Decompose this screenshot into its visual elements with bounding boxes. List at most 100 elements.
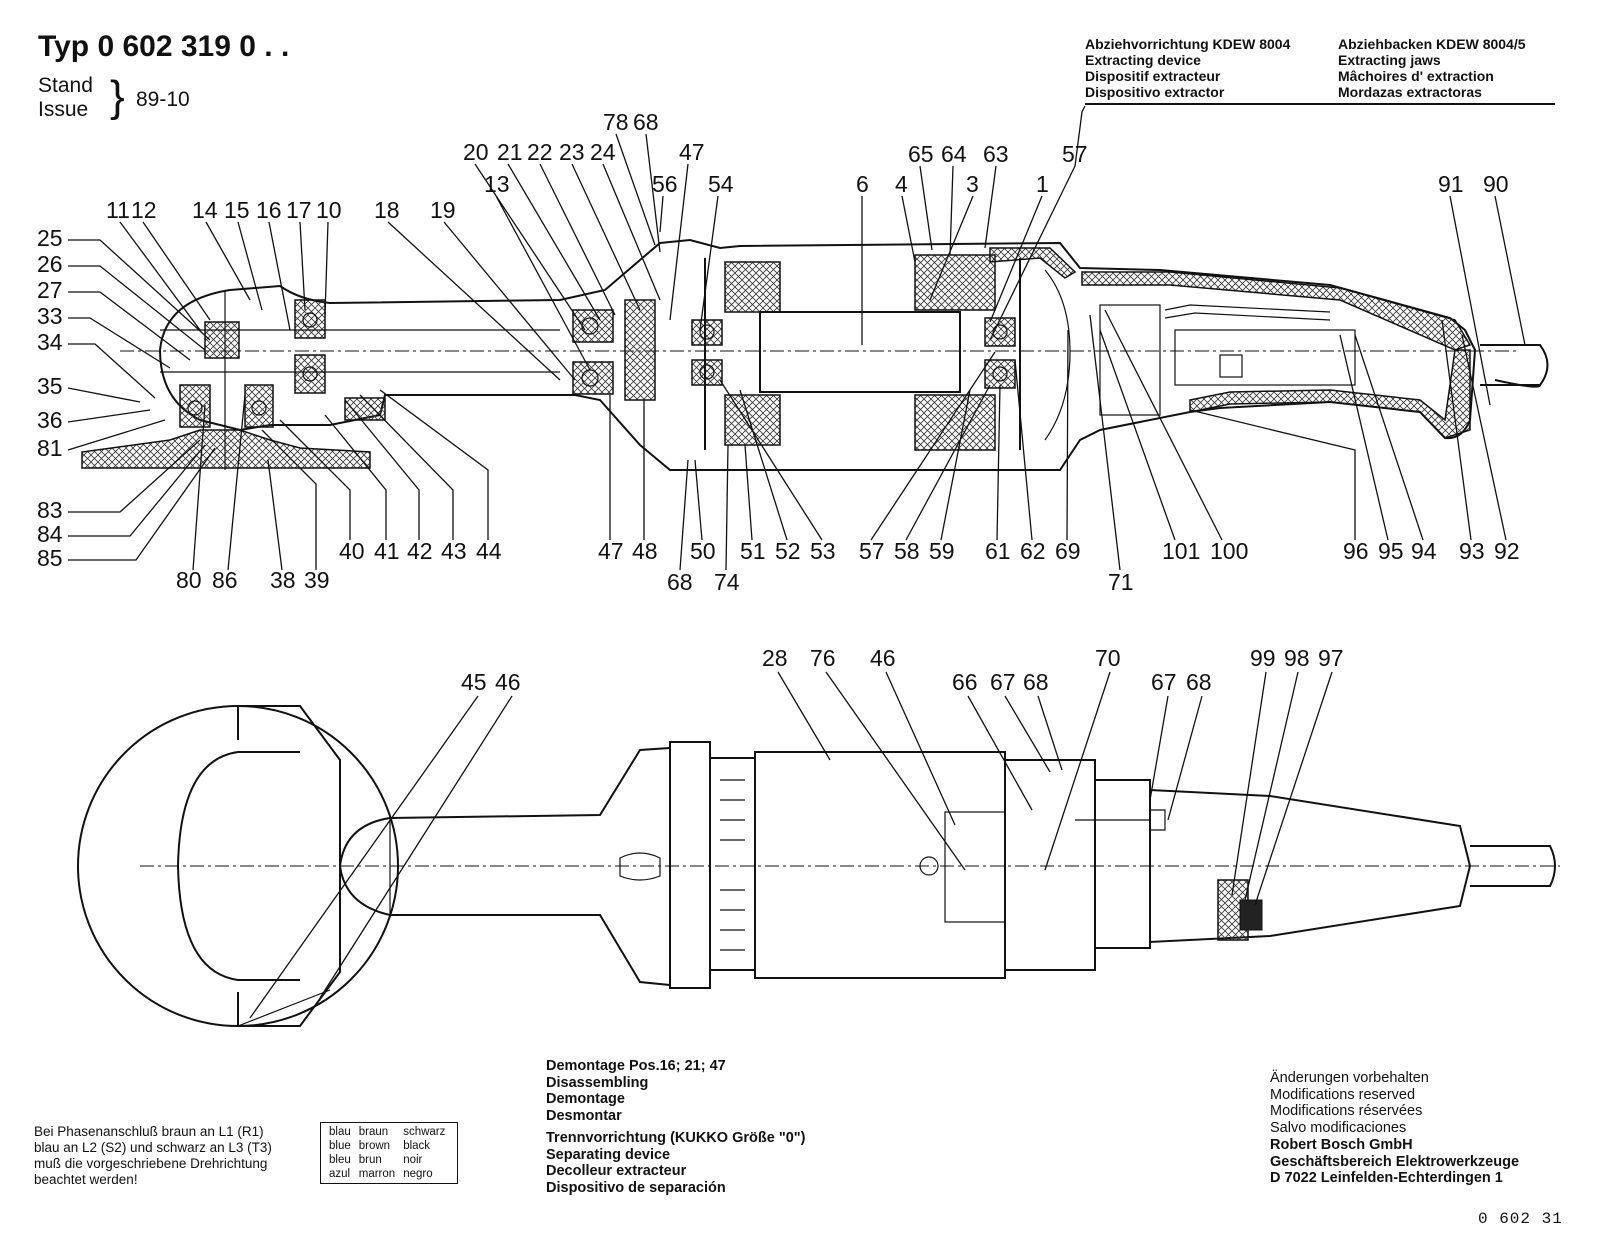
callout-90: 90	[1483, 171, 1509, 197]
callout-39: 39	[304, 567, 330, 593]
callout-63: 63	[983, 141, 1009, 167]
callout-25: 25	[37, 225, 63, 251]
callout-35: 35	[37, 373, 63, 399]
stator-winding-top	[914, 254, 996, 311]
phase-note-line: muß die vorgeschriebene Drehrichtung	[34, 1156, 268, 1171]
rotor	[759, 311, 961, 393]
bearing-neck-top	[572, 309, 614, 343]
callout-78: 78	[603, 109, 629, 135]
callout-22: 22	[527, 139, 553, 165]
separating-line: Dispositivo de separación	[546, 1179, 726, 1196]
disassembly-line: Disassembling	[546, 1074, 649, 1091]
wire	[1164, 304, 1331, 313]
typ-number: 0 602 319 0 . .	[97, 30, 290, 63]
callout-18: 18	[374, 197, 400, 223]
callout-65: 65	[908, 141, 934, 167]
callout-68-bottom: 68	[667, 569, 693, 595]
callout-48: 48	[632, 538, 658, 564]
callout-91: 91	[1438, 171, 1464, 197]
phase-note-line: beachtet werden!	[34, 1172, 138, 1187]
cover	[989, 247, 1077, 279]
callout-51: 51	[740, 538, 766, 564]
callout-24: 24	[590, 139, 616, 165]
modifications-line: Modifications réservées	[1270, 1103, 1423, 1119]
callout-56: 56	[652, 171, 678, 197]
ball	[699, 364, 715, 380]
callout-20: 20	[463, 139, 489, 165]
bearing-motor-front	[691, 359, 723, 386]
end-cap	[1004, 759, 1096, 971]
bearing-lower	[294, 354, 326, 394]
table-cell: brun	[358, 1154, 382, 1166]
ball	[251, 400, 267, 416]
callout-101: 101	[1162, 538, 1200, 564]
table-cell: azul	[329, 1168, 351, 1180]
table-cell: braun	[358, 1126, 389, 1138]
ball	[302, 366, 318, 382]
switch	[1174, 329, 1356, 386]
phase-note-line: blau an L2 (S2) und schwarz an L3 (T3)	[34, 1140, 272, 1155]
modifications-line: Änderungen vorbehalten	[1270, 1070, 1429, 1086]
callout-68: 68	[633, 109, 659, 135]
callout-6: 6	[856, 171, 869, 197]
extracting-jaws-text: Abziehbacken KDEW 8004/5 Extracting jaws…	[1338, 36, 1526, 100]
handle	[1149, 788, 1472, 944]
disassembly-line: Demontage	[546, 1091, 625, 1107]
tool-line: Extracting jaws	[1338, 52, 1441, 68]
bearing-right	[244, 384, 274, 428]
disassembly-text: Demontage Pos.16; 21; 47 Disassembling D…	[546, 1058, 726, 1124]
extracting-device-text: Abziehvorrichtung KDEW 8004 Extracting d…	[1085, 36, 1290, 100]
table-cell: blue	[329, 1140, 351, 1152]
handle-bottom	[1189, 349, 1471, 439]
tool-line: Dispositivo extractor	[1085, 84, 1225, 100]
callout-69: 69	[1055, 538, 1081, 564]
callout-59: 59	[929, 538, 955, 564]
ball	[699, 324, 715, 340]
flange	[344, 397, 386, 421]
tool-line: Mordazas extractoras	[1338, 84, 1482, 100]
callout-23: 23	[559, 139, 585, 165]
callout-68-left: 68	[1023, 669, 1049, 695]
stator-winding-left-top	[724, 261, 781, 313]
table-cell: black	[403, 1140, 431, 1152]
motor-housing	[754, 751, 1006, 979]
callout-85: 85	[37, 545, 63, 571]
bearing-upper	[294, 299, 326, 339]
callout-3: 3	[966, 171, 979, 197]
issue-date: 89-10	[136, 88, 190, 111]
callout-41: 41	[374, 538, 400, 564]
callout-92: 92	[1494, 538, 1520, 564]
callout-62: 62	[1020, 538, 1046, 564]
modifications-line: Modifications reserved	[1270, 1086, 1416, 1103]
callout-80: 80	[176, 567, 202, 593]
switch-terminal	[1219, 354, 1243, 378]
bearing-neck-bottom	[572, 361, 614, 395]
ball	[187, 400, 203, 416]
callout-4: 4	[895, 171, 908, 197]
guard-clamp	[237, 989, 331, 1027]
callout-50: 50	[690, 538, 716, 564]
callout-54: 54	[708, 171, 734, 197]
phase-note-line: Bei Phasenanschluß braun an L1 (R1)	[34, 1124, 264, 1139]
callout-96: 96	[1343, 538, 1369, 564]
guard-opening	[176, 751, 300, 981]
section-view	[81, 238, 1549, 471]
bearing-motor-front	[691, 319, 723, 346]
model-type-heading: Typ 0 602 319 0 . .	[38, 30, 289, 64]
stand-label: Stand	[38, 74, 93, 97]
fan-hub	[624, 299, 656, 401]
callout-19: 19	[430, 197, 456, 223]
callout-17: 17	[286, 197, 312, 223]
table-cell: bleu	[329, 1154, 351, 1166]
stator-winding-bottom	[914, 394, 996, 451]
table-cell: blau	[329, 1126, 351, 1138]
exterior-view	[77, 705, 1560, 1027]
callout-76: 76	[810, 645, 836, 671]
callout-11: 11	[106, 197, 130, 223]
tools-divider-line	[1085, 103, 1555, 105]
disassembly-title: Demontage Pos.16; 21; 47	[546, 1058, 726, 1074]
callout-58: 58	[894, 538, 920, 564]
cable-bottom	[1470, 845, 1556, 887]
company-location: D 7022 Leinfelden-Echterdingen 1	[1270, 1170, 1503, 1186]
